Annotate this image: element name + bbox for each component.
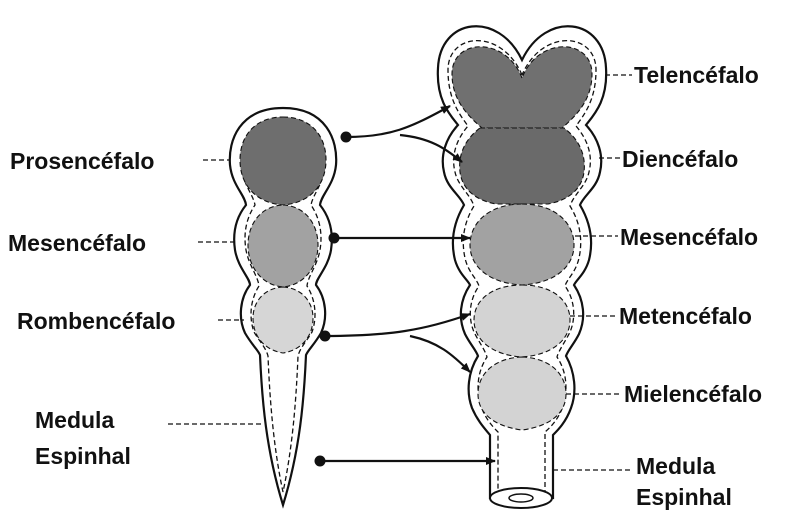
label-prosencefalo: Prosencéfalo xyxy=(10,147,154,175)
label-mesencefalo-right: Mesencéfalo xyxy=(620,223,758,251)
label-rombencefalo: Rombencéfalo xyxy=(17,307,175,335)
label-medula-left-line1: Medula xyxy=(35,406,114,434)
prosencephalon-vesicle xyxy=(240,117,326,205)
label-medula-right-line2: Espinhal xyxy=(636,483,732,511)
arrow-prosencephalon-to-telencephalon xyxy=(346,106,450,137)
metencephalon-vesicle xyxy=(474,285,570,357)
myelencephalon-vesicle xyxy=(478,357,566,430)
five-vesicle-embryo xyxy=(438,26,606,508)
rhombencephalon-vesicle xyxy=(253,287,313,353)
mesencephalon-vesicle-right xyxy=(470,204,574,285)
arrow-rhombencephalon-to-metencephalon xyxy=(325,314,470,336)
label-mesencefalo-left: Mesencéfalo xyxy=(8,229,146,257)
spinal-tube-canal xyxy=(509,494,533,502)
label-metencefalo: Metencéfalo xyxy=(619,302,752,330)
arrow-rhombencephalon-to-myelencephalon xyxy=(410,336,470,372)
label-medula-left-line2: Espinhal xyxy=(35,442,131,470)
label-mielencefalo: Mielencéfalo xyxy=(624,380,762,408)
three-vesicle-embryo xyxy=(230,108,336,505)
label-telencefalo: Telencéfalo xyxy=(634,61,759,89)
mesencephalon-vesicle xyxy=(248,205,318,287)
diencephalon-vesicle xyxy=(460,128,585,204)
label-medula-right-line1: Medula xyxy=(636,452,715,480)
label-diencefalo: Diencéfalo xyxy=(622,145,738,173)
